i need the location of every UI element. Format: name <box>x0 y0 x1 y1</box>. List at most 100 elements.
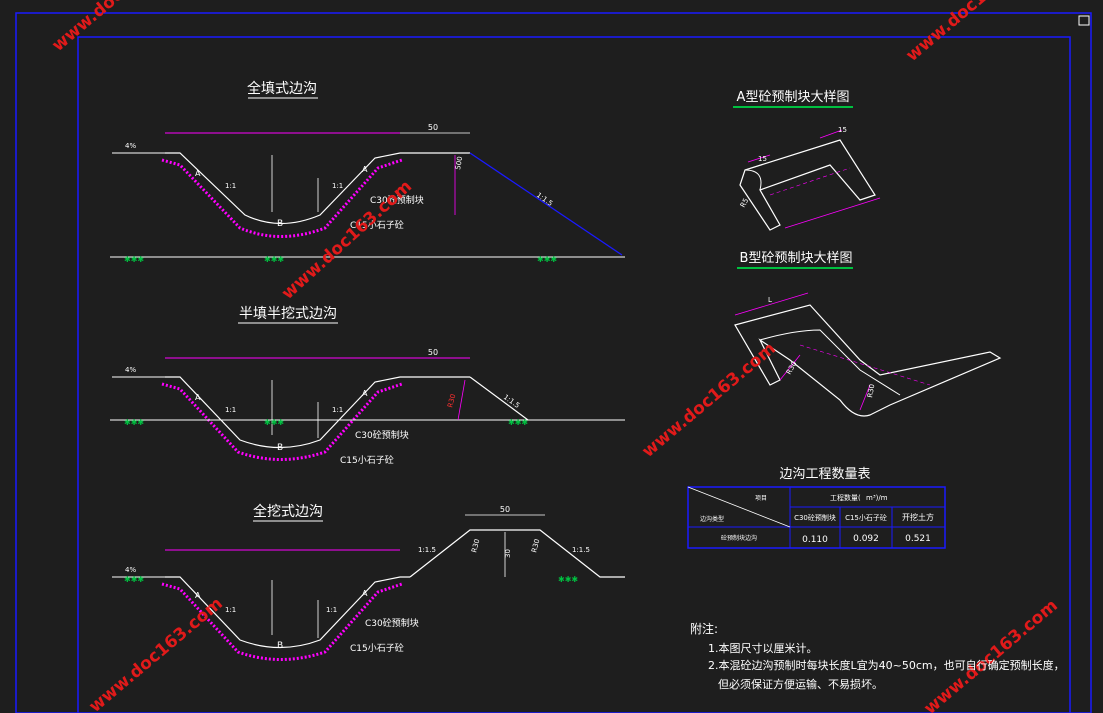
col-header: C30砼预制块 <box>794 513 836 522</box>
block-a-shape <box>739 139 876 231</box>
section-half: 半填半挖式边沟 50 4% 1:1.5 R30 A A B 1:1 1:1 C3… <box>110 306 625 466</box>
block-a-curve <box>744 169 762 191</box>
section-fill-title: 全填式边沟 <box>247 80 317 97</box>
slope-b-label: 1:1 <box>332 406 343 414</box>
slope-a-label: 1:1 <box>225 182 236 190</box>
cell-value: 0.110 <box>802 535 828 545</box>
group-header: 工程数量( <box>830 493 861 502</box>
dim-line <box>747 154 771 163</box>
dim-line <box>784 197 881 229</box>
table-diagonal <box>687 486 791 528</box>
grass-mark: ✱✱✱ <box>124 255 144 264</box>
dim-line <box>734 292 809 316</box>
watermark: www.doc163.com <box>902 0 1043 66</box>
section-cut: 全挖式边沟 50 4% 1:1.5 1:1.5 R30 R30 30 A A B… <box>112 503 625 661</box>
ditch-outline <box>165 576 410 649</box>
r1-label: R30 <box>470 538 481 553</box>
ditch-lining <box>161 382 403 461</box>
ditch-outline <box>165 152 470 224</box>
dim-l-label: L <box>768 296 772 304</box>
watermarks: www.doc163.com www.doc163.com www.doc163… <box>48 0 1061 713</box>
fill-slope <box>469 152 623 256</box>
c30-label: C30砼预制块 <box>365 617 419 629</box>
diag-bottom: 边沟类型 <box>700 515 724 523</box>
dim-line <box>779 354 801 381</box>
dim-line <box>769 167 851 196</box>
dim-top-label: 50 <box>428 123 438 132</box>
grass-mark: ✱✱✱ <box>124 575 144 584</box>
point-a2: A <box>362 389 368 398</box>
block-b-title: B型砼预制块大样图 <box>740 251 853 266</box>
ditch-lining <box>161 158 403 238</box>
block-b-shape <box>734 304 1002 417</box>
block-b-inner <box>759 329 901 396</box>
slope-a-label: 1:1 <box>225 606 236 614</box>
block-a-detail: A型砼预制块大样图 15 15 R5 <box>733 90 881 231</box>
dim-line <box>799 344 931 386</box>
slope-b-label: 1:1 <box>326 606 337 614</box>
notes-heading: 附注: <box>690 622 719 636</box>
r1-label: R30 <box>785 360 799 376</box>
dim2-label: 15 <box>838 126 847 134</box>
grass-mark: ✱✱✱ <box>537 255 557 264</box>
outer-frame <box>15 12 1092 713</box>
grass-mark: ✱✱✱ <box>558 575 578 584</box>
watermark: www.doc163.com <box>48 0 189 56</box>
point-b: B <box>277 443 283 453</box>
quantity-table: 边沟工程数量表 项目 边沟类型 工程数量( m³)/m C30砼预制块 C15小… <box>687 467 946 549</box>
c15-label: C15小石子砼 <box>350 219 404 231</box>
ditch-lining <box>161 582 403 661</box>
notes-line3: 但必须保证方便运输、不易损坏。 <box>718 678 883 691</box>
col-header: 开挖土方 <box>902 512 934 522</box>
point-a2: A <box>362 589 368 598</box>
dim-top-label: 50 <box>500 505 510 514</box>
r2-label: R30 <box>530 538 541 553</box>
dim-vertical <box>457 379 466 421</box>
group-unit: m³)/m <box>866 494 888 502</box>
grass-mark: ✱✱✱ <box>124 418 144 427</box>
cell-value: 0.092 <box>853 534 879 544</box>
c15-label: C15小石子砼 <box>350 642 404 654</box>
grade-label: 4% <box>125 366 136 374</box>
table-frame <box>687 486 946 549</box>
slope-label: 1:1.5 <box>535 191 554 208</box>
slope-a-label: 1:1 <box>225 406 236 414</box>
section-cut-title: 全挖式边沟 <box>253 503 323 520</box>
watermark: www.doc163.com <box>278 177 416 304</box>
row-label: 砼预制块边沟 <box>721 534 757 542</box>
grass-mark: ✱✱✱ <box>508 418 528 427</box>
watermark: www.doc163.com <box>638 339 779 462</box>
c15-label: C15小石子砼 <box>340 454 394 466</box>
grade-label: 4% <box>125 566 136 574</box>
dim-line <box>819 129 843 139</box>
point-b: B <box>277 219 283 229</box>
dim3-label: R5 <box>739 197 751 209</box>
point-a1: A <box>195 591 201 600</box>
fill-slope <box>469 376 529 421</box>
notes-line2: 2.本混砼边沟预制时每块长度L宜为40~50cm，也可自行确定预制长度， <box>708 659 1065 672</box>
notes-line1: 1.本图尺寸以厘米计。 <box>708 642 818 655</box>
c30-label: C30砼预制块 <box>370 194 424 206</box>
watermark: www.doc163.com <box>920 596 1061 713</box>
c30-label: C30砼预制块 <box>355 429 409 441</box>
slope-b-label: 1:1 <box>332 182 343 190</box>
ditch-outline <box>165 376 470 449</box>
point-a1: A <box>195 169 201 178</box>
point-a2: A <box>362 165 368 174</box>
block-a-title: A型砼预制块大样图 <box>737 90 850 105</box>
radius-label: R30 <box>446 393 457 408</box>
dim1-label: 15 <box>758 155 767 163</box>
col-header: C15小石子砼 <box>845 513 887 522</box>
section-half-title: 半填半挖式边沟 <box>239 306 337 322</box>
point-b: B <box>277 641 283 651</box>
dim-30-label: 30 <box>504 549 512 558</box>
watermark: www.doc163.com <box>85 594 226 713</box>
grass-mark: ✱✱✱ <box>264 255 284 264</box>
dim-h-label: 500 <box>454 156 464 171</box>
grass-mark: ✱✱✱ <box>264 418 284 427</box>
grade-label: 4% <box>125 142 136 150</box>
diag-top: 项目 <box>755 495 767 502</box>
table-title: 边沟工程数量表 <box>779 467 870 482</box>
section-fill: 全填式边沟 50 4% 1:1.5 A A B 1:1 1:1 500 C30砼… <box>110 80 625 264</box>
